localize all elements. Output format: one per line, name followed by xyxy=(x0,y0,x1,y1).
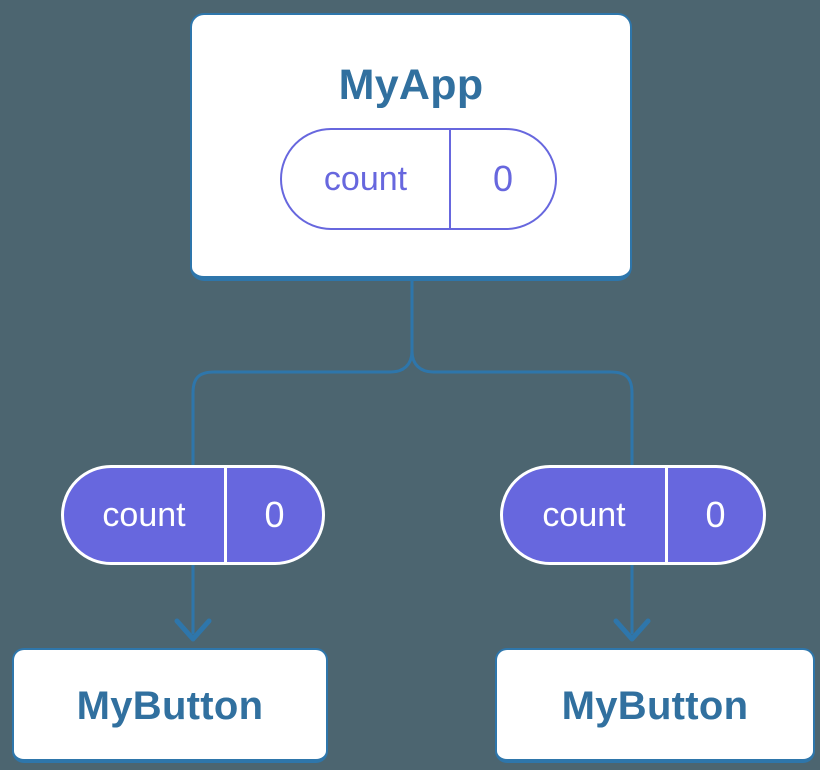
passed-state-pill: count 0 xyxy=(61,465,325,565)
state-value-label: 0 xyxy=(665,468,763,562)
state-name-label: count xyxy=(542,495,626,534)
state-name-label: count xyxy=(102,495,186,534)
state-value-label: 0 xyxy=(449,130,555,228)
passed-state-pill: count 0 xyxy=(500,465,766,565)
state-name-label: count xyxy=(323,159,408,198)
arrow-down-icon xyxy=(613,618,651,642)
root-component-title: MyApp xyxy=(338,61,484,109)
child-component-title: MyButton xyxy=(561,684,749,728)
child-component-card xyxy=(495,648,815,763)
state-value-label: 0 xyxy=(224,468,322,562)
child-component-card xyxy=(12,648,328,763)
arrow-down-icon xyxy=(174,618,212,642)
connector-lines xyxy=(191,275,634,635)
root-state-pill: count 0 xyxy=(280,128,557,230)
child-component-title: MyButton xyxy=(76,684,264,728)
